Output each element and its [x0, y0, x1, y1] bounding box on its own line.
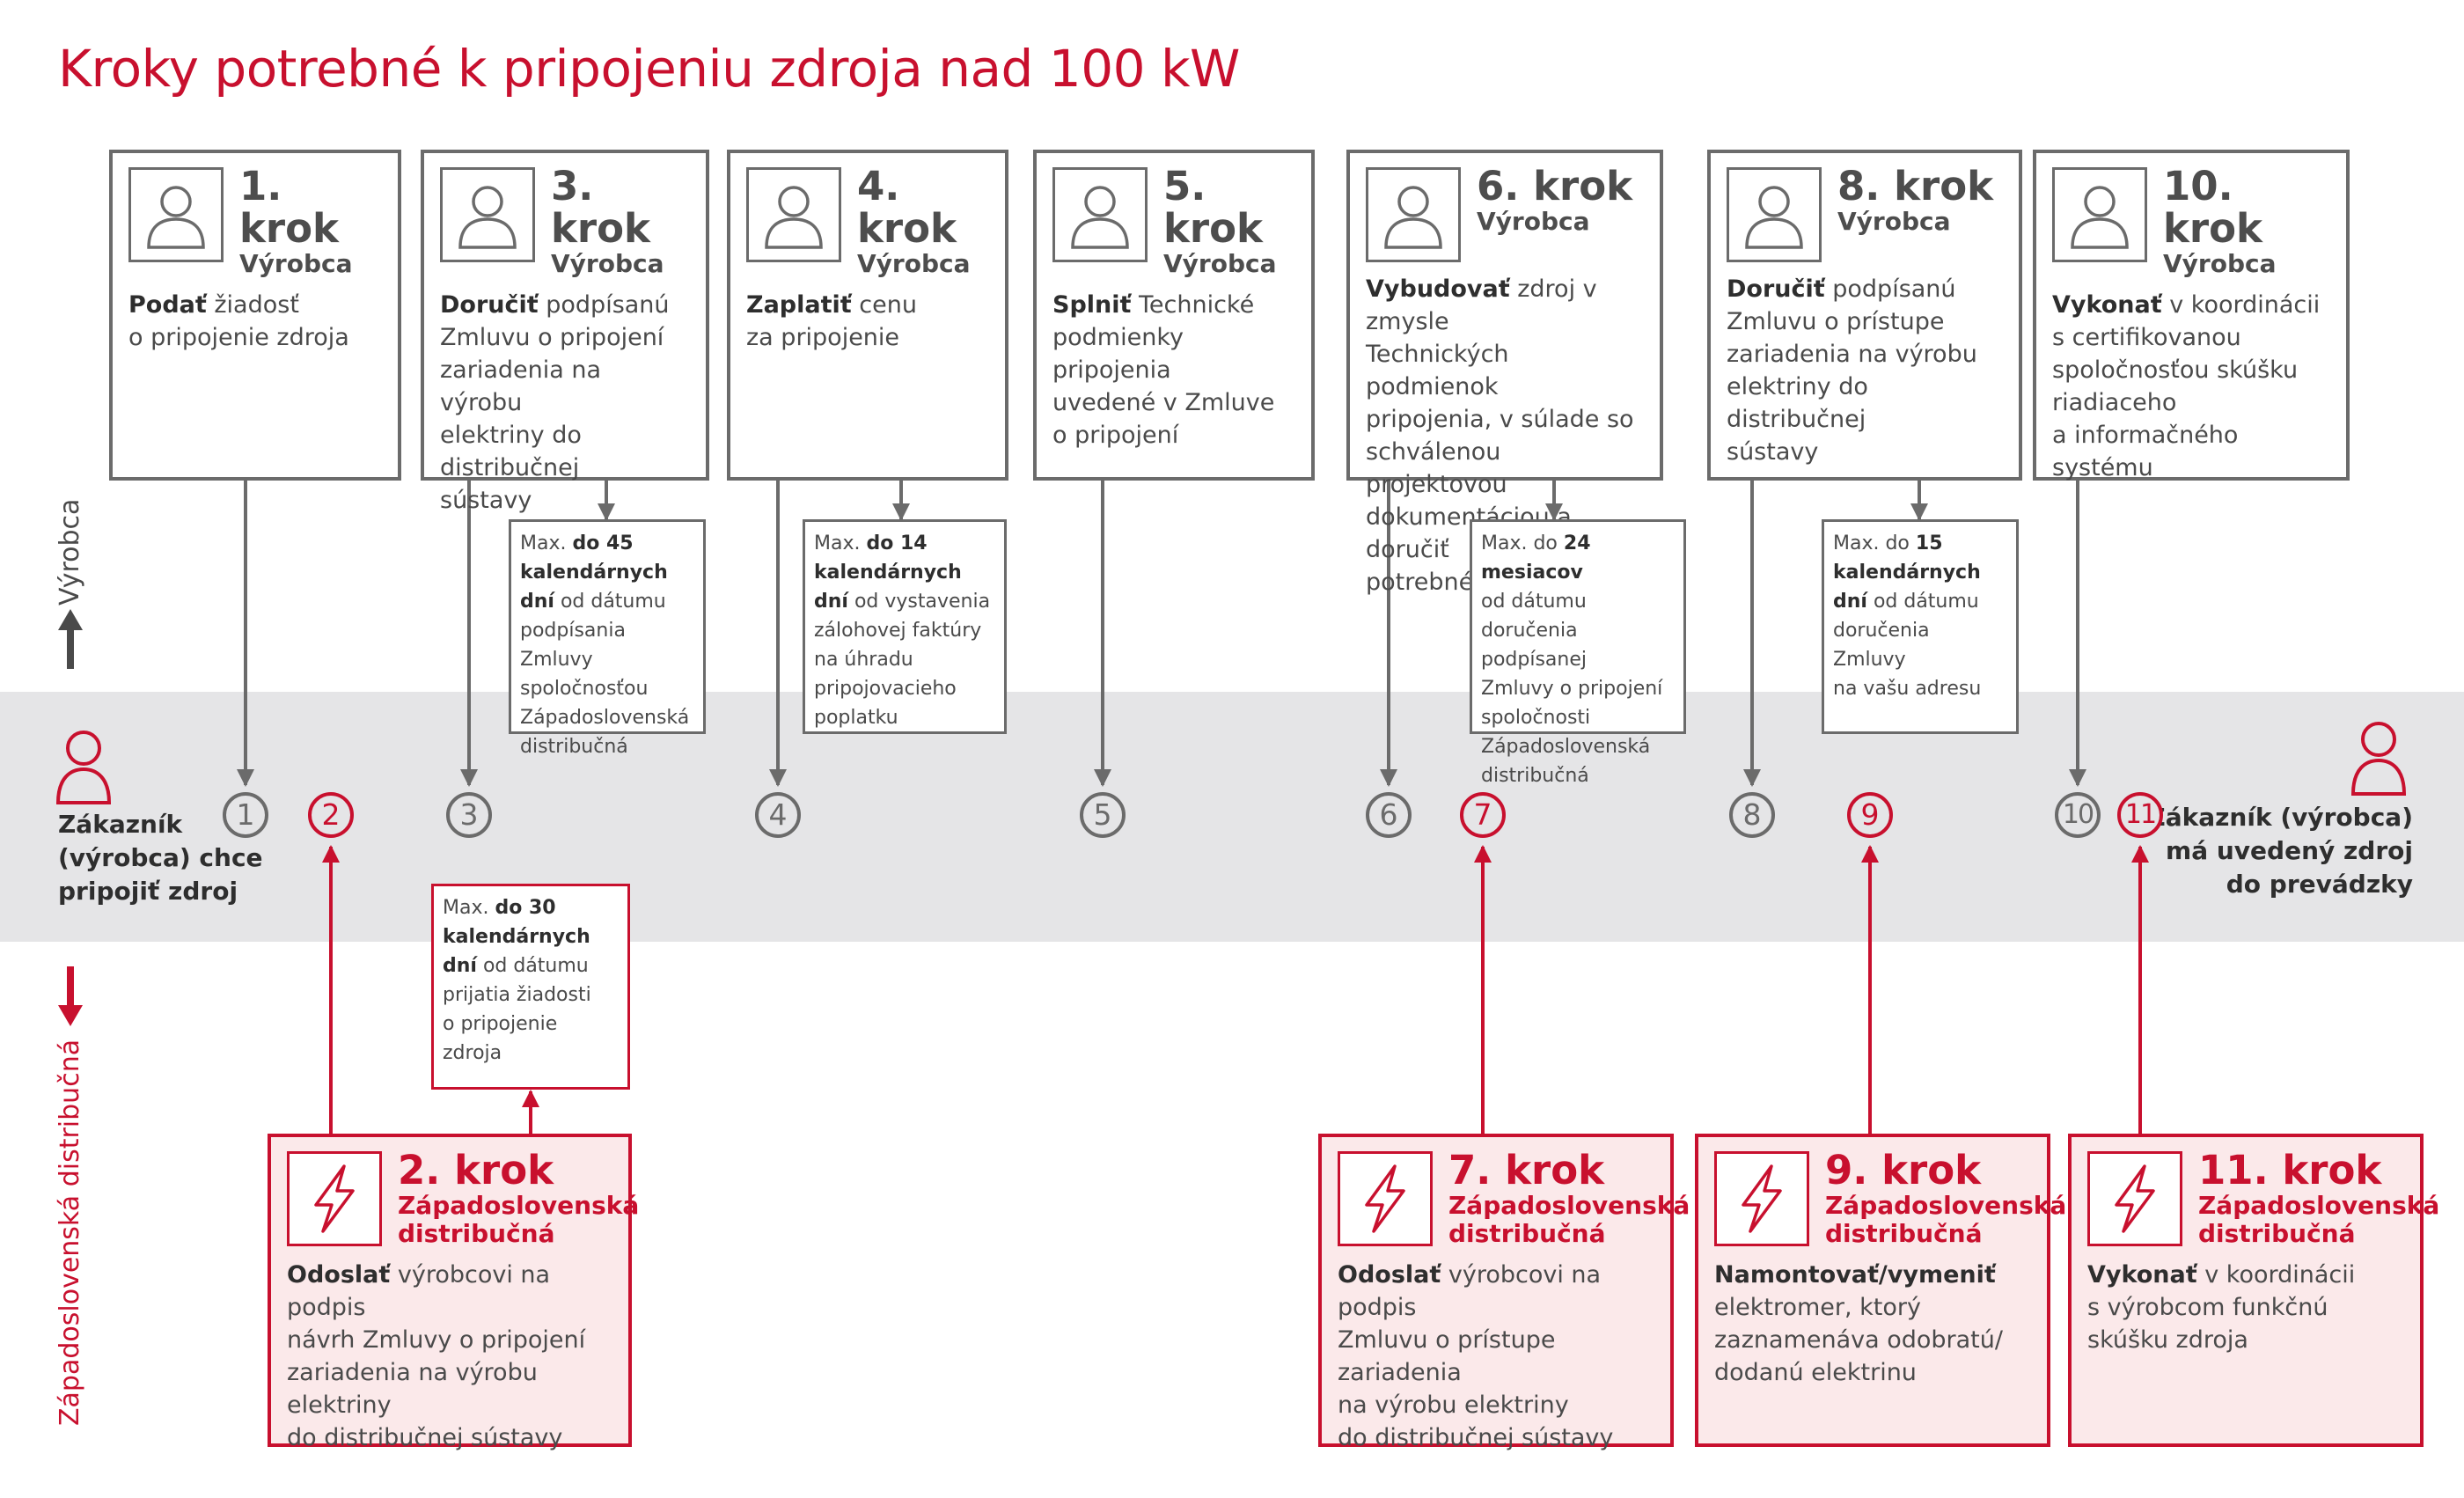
timeline-circle-5: 5	[1080, 792, 1126, 838]
step-actor: Západoslovenská	[1825, 1191, 2067, 1220]
step-actor: Výrobca	[1477, 207, 1590, 236]
step-actor: Západoslovenská	[398, 1191, 640, 1220]
step-description: Podať žiadosť o pripojenie zdroja	[128, 291, 349, 351]
step-actor: Výrobca	[1163, 249, 1277, 278]
step-number: 6. krok	[1477, 163, 1633, 209]
step-number: 1. krok	[239, 163, 339, 252]
step-description: Zaplatiť cenu za pripojenie	[746, 291, 917, 351]
timeline-circle-11: 11	[2117, 792, 2163, 838]
person-icon	[1366, 167, 1461, 262]
person-icon	[440, 167, 535, 262]
step-actor: Výrobca	[551, 249, 664, 278]
person-icon	[128, 167, 224, 262]
deadline-note-30: Max. do 30 kalendárnych dní od dátumu pr…	[431, 884, 630, 1090]
timeline-circle-9: 9	[1847, 792, 1893, 838]
step-description: Odoslať výrobcovi na podpis Zmluvu o prí…	[1338, 1261, 1614, 1451]
step-number: 3. krok	[551, 163, 650, 252]
step-description: Vykonať v koordinácii s výrobcom funkčnú…	[2087, 1261, 2356, 1354]
timeline-circle-6: 6	[1366, 792, 1412, 838]
timeline-circle-7: 7	[1460, 792, 1506, 838]
deadline-note-14: Max. do 14 kalendárnych dní od vystaveni…	[803, 519, 1007, 734]
axis-arrows	[58, 609, 83, 1026]
axis-label-vyrobca: Výrobca	[55, 498, 85, 606]
step-number: 2. krok	[398, 1147, 554, 1193]
step-actor: distribučná	[1448, 1219, 1606, 1248]
step-number: 11. krok	[2198, 1147, 2382, 1193]
step-number: 9. krok	[1825, 1147, 1982, 1193]
step-number: 10. krok	[2163, 163, 2262, 252]
person-icon	[746, 167, 841, 262]
page-title: Kroky potrebné k pripojeniu zdroja nad 1…	[58, 39, 1240, 99]
customer-end-icon	[2350, 722, 2407, 796]
timeline-circle-3: 3	[446, 792, 492, 838]
step-actor: distribučná	[1825, 1219, 1983, 1248]
step-number: 7. krok	[1448, 1147, 1605, 1193]
step-actor: distribučná	[2198, 1219, 2356, 1248]
lightning-icon	[287, 1151, 382, 1246]
step-number: 4. krok	[857, 163, 957, 252]
step-actor: Výrobca	[1837, 207, 1951, 236]
customer-start-icon	[55, 731, 112, 804]
step-actor: distribučná	[398, 1219, 555, 1248]
lightning-icon	[2087, 1151, 2182, 1246]
timeline-band	[0, 692, 2464, 942]
step-number: 8. krok	[1837, 163, 1994, 209]
person-icon	[2052, 167, 2147, 262]
timeline-circle-10: 10	[2055, 792, 2101, 838]
lightning-icon	[1338, 1151, 1433, 1246]
step-description: Odoslať výrobcovi na podpis návrh Zmluvy…	[287, 1261, 586, 1451]
deadline-note-45: Max. do 45 kalendárnych dní od dátumu po…	[509, 519, 706, 758]
step-actor: Západoslovenská	[2198, 1191, 2440, 1220]
timeline-circle-8: 8	[1729, 792, 1775, 838]
deadline-note-15: Max. do 15 kalendárnych dní od dátumu do…	[1822, 519, 2019, 734]
timeline-circle-2: 2	[308, 792, 354, 838]
lightning-icon	[1714, 1151, 1809, 1246]
step-number: 5. krok	[1163, 163, 1263, 252]
step-actor: Západoslovenská	[1448, 1191, 1690, 1220]
step-actor: Výrobca	[239, 249, 353, 278]
step-actor: Výrobca	[2163, 249, 2277, 278]
person-icon	[1052, 167, 1148, 262]
person-icon	[1727, 167, 1822, 262]
axis-label-zsd: Západoslovenská distribučná	[55, 1039, 85, 1426]
timeline-circle-4: 4	[755, 792, 801, 838]
timeline-circle-1: 1	[223, 792, 268, 838]
step-actor: Výrobca	[857, 249, 971, 278]
